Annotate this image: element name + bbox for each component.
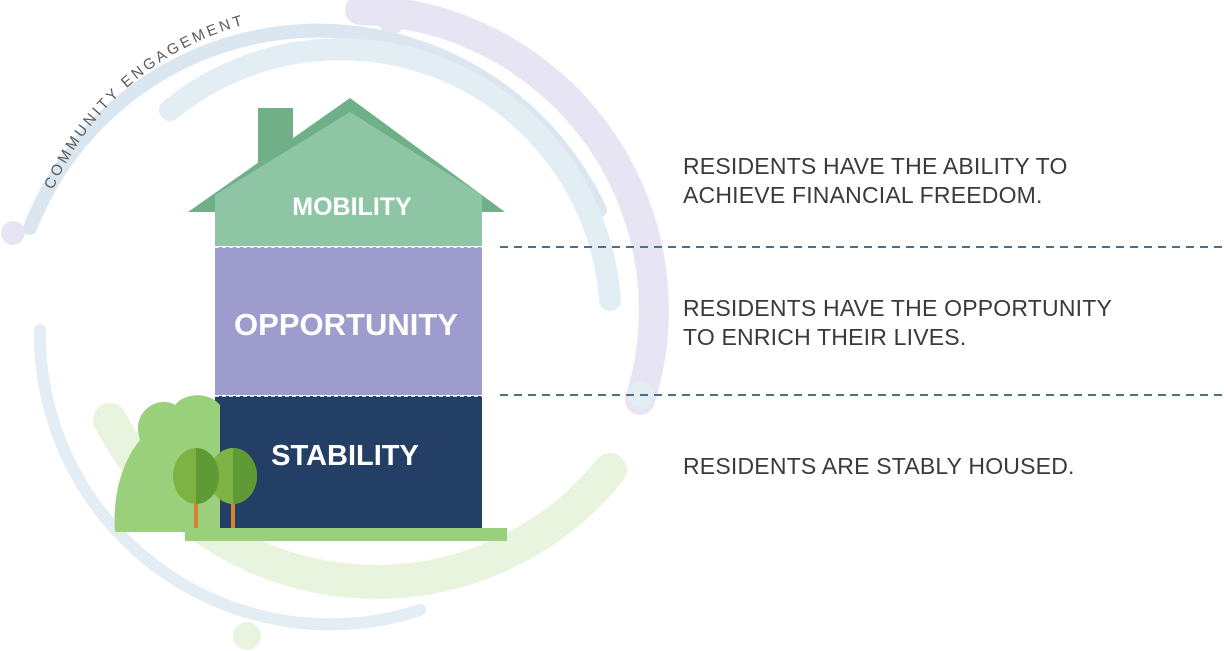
ground-strip	[185, 528, 507, 541]
opportunity-label: OPPORTUNITY	[234, 307, 458, 342]
greenery	[114, 395, 507, 541]
ring-dot-bottom	[233, 622, 261, 650]
stability-description-line-1: RESIDENTS ARE STABLY HOUSED.	[683, 453, 1075, 479]
opportunity-description-line-2: TO ENRICH THEIR LIVES.	[683, 324, 967, 350]
tree-shade-right	[233, 448, 257, 504]
house: MOBILITY OPPORTUNITY STABILITY	[188, 98, 505, 532]
mobility-label: MOBILITY	[292, 193, 412, 221]
stability-level	[215, 396, 482, 532]
mobility-description-line-1: RESIDENTS HAVE THE ABILITY TO	[683, 153, 1068, 179]
mobility-description: RESIDENTS HAVE THE ABILITY TO ACHIEVE FI…	[683, 152, 1223, 210]
mobility-description-line-2: ACHIEVE FINANCIAL FREEDOM.	[683, 182, 1043, 208]
stability-label: STABILITY	[271, 440, 419, 472]
stability-description: RESIDENTS ARE STABLY HOUSED.	[683, 452, 1223, 481]
tree-trunk-right	[231, 496, 235, 528]
opportunity-description-line-1: RESIDENTS HAVE THE OPPORTUNITY	[683, 295, 1113, 321]
tree-trunk-left	[194, 496, 198, 528]
lavender-arc	[345, 0, 669, 415]
blue-arc-inner	[159, 38, 621, 311]
ring-dot-top	[378, 6, 406, 34]
blue-arc-lower	[33, 324, 426, 631]
mobility-level	[215, 112, 482, 246]
opportunity-level	[215, 247, 482, 395]
opportunity-description: RESIDENTS HAVE THE OPPORTUNITY TO ENRICH…	[683, 294, 1223, 352]
ring-dot-left	[1, 221, 25, 245]
tree-shade-left	[196, 448, 219, 504]
level-connectors	[500, 246, 1224, 396]
